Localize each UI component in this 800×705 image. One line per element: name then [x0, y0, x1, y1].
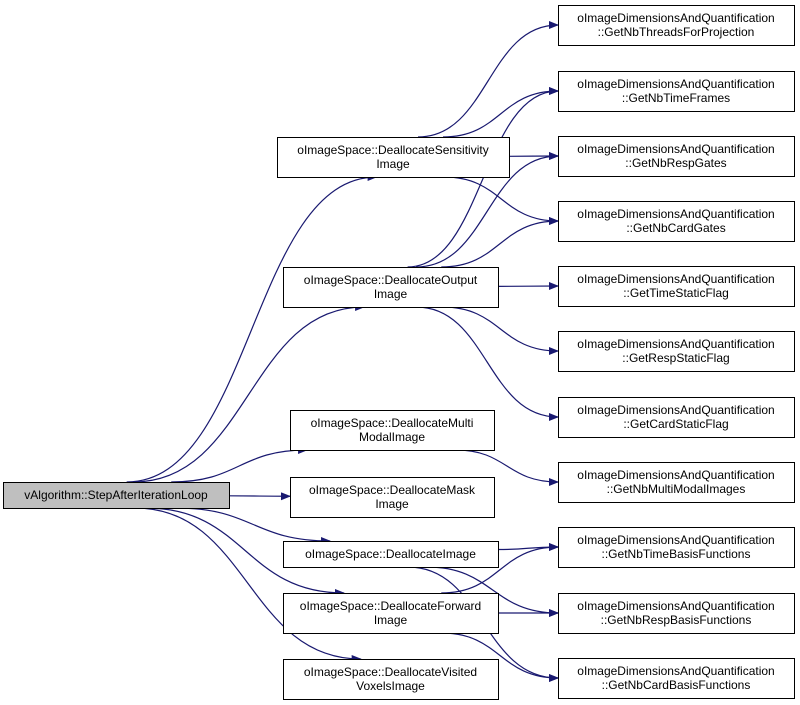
edge-root-to-vis: [135, 507, 362, 663]
node-respstatic-box: [558, 331, 795, 372]
node-multimodal-label-line-1: oImageDimensionsAndQuantification: [577, 468, 774, 482]
node-multi-box: [290, 410, 495, 451]
node-multi-label-line-2: ModalImage: [359, 430, 425, 444]
node-respgates[interactable]: oImageDimensionsAndQuantification::GetNb…: [558, 136, 795, 177]
node-threads[interactable]: oImageDimensionsAndQuantification::GetNb…: [558, 5, 795, 46]
node-cardbasis-box: [558, 658, 795, 699]
node-timestatic-box: [558, 266, 795, 307]
edge-root-to-img: [176, 507, 332, 545]
node-mask-label-line-1: oImageSpace::DeallocateMask: [309, 483, 476, 497]
node-cardgates-label-line-1: oImageDimensionsAndQuantification: [577, 207, 774, 221]
node-timeframes-box: [558, 71, 795, 112]
node-timeframes-label-line-2: ::GetNbTimeFrames: [622, 91, 730, 105]
node-vis-label-line-1: oImageSpace::DeallocateVisited: [304, 665, 477, 679]
node-cardgates-box: [558, 201, 795, 242]
edges-layer: [126, 21, 559, 682]
node-respbasis[interactable]: oImageDimensionsAndQuantification::GetNb…: [558, 593, 795, 634]
node-root[interactable]: vAlgorithm::StepAfterIterationLoop: [3, 482, 230, 509]
node-mask-box: [290, 477, 495, 518]
node-timeframes-label-line-1: oImageDimensionsAndQuantification: [577, 77, 774, 91]
node-respgates-label-line-1: oImageDimensionsAndQuantification: [577, 142, 774, 156]
node-timestatic-label-line-2: ::GetTimeStaticFlag: [623, 286, 729, 300]
node-vis-label-line-2: VoxelsImage: [356, 679, 425, 693]
node-cardbasis-label-line-1: oImageDimensionsAndQuantification: [577, 664, 774, 678]
node-respgates-box: [558, 136, 795, 177]
edge-fwd-to-cardbasis: [442, 632, 559, 682]
node-cardstatic-label-line-2: ::GetCardStaticFlag: [623, 417, 728, 431]
node-multimodal-box: [558, 462, 795, 503]
node-img-label-line-1: oImageSpace::DeallocateImage: [305, 547, 476, 561]
node-timebasis-box: [558, 527, 795, 568]
node-cardstatic-label-line-1: oImageDimensionsAndQuantification: [577, 403, 774, 417]
edge-out-to-cardstatic: [416, 306, 559, 421]
node-multimodal-label-line-2: ::GetNbMultiModalImages: [607, 482, 746, 496]
node-respbasis-box: [558, 593, 795, 634]
node-respgates-label-line-2: ::GetNbRespGates: [625, 156, 726, 170]
node-cardstatic[interactable]: oImageDimensionsAndQuantification::GetCa…: [558, 397, 795, 438]
node-cardbasis[interactable]: oImageDimensionsAndQuantification::GetNb…: [558, 658, 795, 699]
edge-sens-to-timeframes: [442, 87, 559, 138]
node-respstatic-label-line-1: oImageDimensionsAndQuantification: [577, 337, 774, 351]
node-multimodal[interactable]: oImageDimensionsAndQuantification::GetNb…: [558, 462, 795, 503]
edge-out-to-respstatic: [442, 306, 559, 355]
node-multi-label-line-1: oImageSpace::DeallocateMulti: [311, 416, 474, 430]
node-threads-box: [558, 5, 795, 46]
edge-root-to-out: [133, 303, 366, 483]
node-respstatic[interactable]: oImageDimensionsAndQuantification::GetRe…: [558, 331, 795, 372]
node-out-box: [283, 267, 499, 308]
edge-out-to-cardgates: [441, 217, 559, 268]
node-sens-box: [277, 137, 510, 178]
node-fwd-label-line-2: Image: [374, 613, 408, 627]
node-fwd-label-line-1: oImageSpace::DeallocateForward: [300, 599, 481, 613]
node-img-box: [283, 541, 499, 568]
node-respbasis-label-line-2: ::GetNbRespBasisFunctions: [601, 613, 752, 627]
node-timestatic-label-line-1: oImageDimensionsAndQuantification: [577, 272, 774, 286]
edge-root-to-multi: [171, 446, 309, 483]
node-timebasis-label-line-2: ::GetNbTimeBasisFunctions: [602, 547, 751, 561]
node-vis-box: [283, 659, 499, 700]
node-respstatic-label-line-2: ::GetRespStaticFlag: [622, 351, 729, 365]
node-timebasis-label-line-1: oImageDimensionsAndQuantification: [577, 533, 774, 547]
edge-img-to-respbasis: [427, 566, 559, 617]
node-timestatic[interactable]: oImageDimensionsAndQuantification::GetTi…: [558, 266, 795, 307]
node-timeframes[interactable]: oImageDimensionsAndQuantification::GetNb…: [558, 71, 795, 112]
edge-root-to-fwd: [146, 507, 345, 597]
node-root-box: [3, 482, 230, 509]
node-cardbasis-label-line-2: ::GetNbCardBasisFunctions: [602, 678, 751, 692]
node-threads-label-line-2: ::GetNbThreadsForProjection: [598, 25, 755, 39]
node-cardgates-label-line-2: ::GetNbCardGates: [626, 221, 725, 235]
edge-out-to-timeframes: [407, 87, 559, 268]
edge-multi-to-multimodal: [455, 449, 559, 486]
edge-fwd-to-timebasis: [441, 543, 559, 594]
nodes-layer: vAlgorithm::StepAfterIterationLoopoImage…: [3, 5, 795, 700]
node-root-label-line-1: vAlgorithm::StepAfterIterationLoop: [24, 488, 208, 502]
node-out-label-line-1: oImageSpace::DeallocateOutput: [304, 273, 478, 287]
node-sens-label-line-1: oImageSpace::DeallocateSensitivity: [297, 143, 488, 157]
node-respbasis-label-line-1: oImageDimensionsAndQuantification: [577, 599, 774, 613]
edge-sens-to-threads: [417, 21, 559, 138]
node-mask-label-line-2: Image: [375, 497, 409, 511]
node-vis[interactable]: oImageSpace::DeallocateVisitedVoxelsImag…: [283, 659, 499, 700]
node-sens-label-line-2: Image: [376, 157, 410, 171]
node-fwd-box: [283, 593, 499, 634]
node-out-label-line-2: Image: [374, 287, 408, 301]
node-cardstatic-box: [558, 397, 795, 438]
edge-out-to-respgates: [416, 152, 559, 268]
edge-sens-to-cardgates: [444, 176, 559, 225]
edge-root-to-sens: [126, 173, 378, 483]
node-img[interactable]: oImageSpace::DeallocateImage: [283, 541, 499, 568]
node-cardgates[interactable]: oImageDimensionsAndQuantification::GetNb…: [558, 201, 795, 242]
node-threads-label-line-1: oImageDimensionsAndQuantification: [577, 11, 774, 25]
node-timebasis[interactable]: oImageDimensionsAndQuantification::GetNb…: [558, 527, 795, 568]
